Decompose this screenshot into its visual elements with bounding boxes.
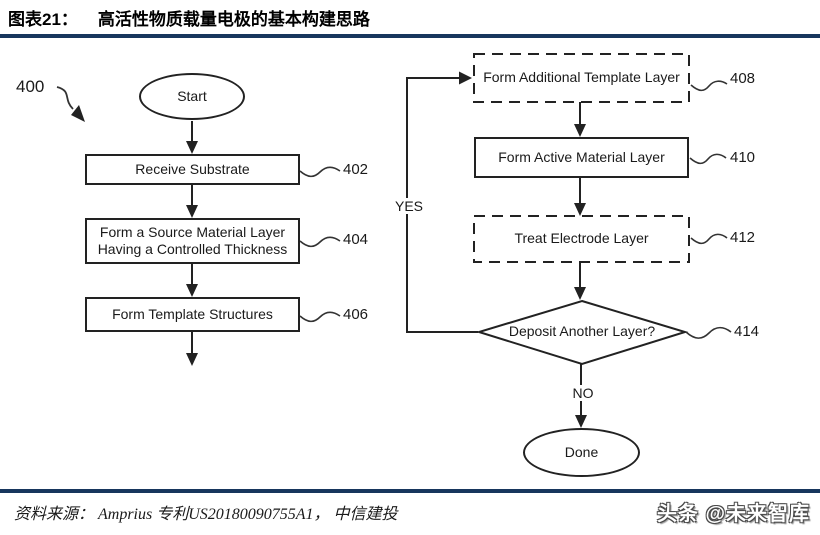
node-treat-electrode: Treat Electrode Layer: [479, 220, 684, 258]
watermark-text: 头条 @未来智库: [656, 503, 810, 525]
node-receive-substrate: Receive Substrate: [85, 154, 300, 185]
leader-414: [685, 326, 732, 339]
arrow-additional-to-active: [574, 102, 586, 137]
diagram-number: 400: [16, 77, 45, 96]
node-start-label: Start: [177, 87, 207, 104]
leader-408: [690, 80, 728, 92]
node-source-material-label: Form a Source Material Layer Having a Co…: [97, 223, 288, 258]
figure-header: 图表21： 高活性物质载量电极的基本构建思路: [8, 5, 370, 30]
node-done-label: Done: [564, 443, 599, 460]
arrow-start-to-receive: [186, 121, 198, 154]
leader-412: [690, 233, 728, 245]
node-template-structures: Form Template Structures: [85, 297, 300, 332]
node-active-material-label: Form Active Material Layer: [498, 148, 665, 165]
additional-template-box-outline: [473, 53, 690, 103]
ref-412: 412: [730, 229, 756, 246]
node-deposit-another: Deposit Another Layer?: [507, 313, 657, 351]
leader-402: [299, 166, 341, 178]
node-template-structures-label: Form Template Structures: [112, 305, 273, 322]
ref-402: 402: [343, 161, 369, 178]
node-deposit-another-label: Deposit Another Layer?: [508, 323, 656, 340]
branch-label-yes: YES: [388, 198, 430, 214]
ref-410: 410: [730, 149, 756, 166]
branch-label-no: NO: [566, 385, 600, 401]
source-text: 资料来源： Amprius 专利US20180090755A1， 中信建投: [14, 506, 398, 523]
arrow-active-to-treat: [574, 178, 586, 216]
ref-406: 406: [343, 306, 369, 323]
node-additional-template-label: Form Additional Template Layer: [483, 69, 680, 86]
node-treat-electrode-label: Treat Electrode Layer: [514, 230, 649, 247]
node-done: Done: [523, 428, 640, 477]
leader-404: [299, 236, 341, 248]
node-active-material: Form Active Material Layer: [474, 137, 689, 178]
treat-electrode-box-outline: [473, 215, 690, 263]
arrow-source-to-template: [186, 264, 198, 297]
ref-408: 408: [730, 70, 756, 87]
diagram-number-arrow: [56, 86, 85, 122]
decision-diamond: [475, 299, 689, 366]
arrow-treat-to-decision: [574, 262, 586, 300]
header-rule: [0, 34, 820, 38]
arrow-template-continue: [186, 332, 198, 366]
ref-414: 414: [734, 323, 760, 340]
node-receive-substrate-label: Receive Substrate: [135, 160, 250, 177]
footer-rule: [0, 489, 820, 493]
node-start: Start: [139, 73, 245, 120]
leader-406: [299, 311, 341, 323]
arrow-receive-to-source: [186, 185, 198, 218]
figure-label: 图表21：: [8, 10, 78, 29]
leader-410: [689, 153, 727, 165]
node-additional-template: Form Additional Template Layer: [479, 57, 684, 99]
node-source-material: Form a Source Material Layer Having a Co…: [85, 218, 300, 264]
ref-404: 404: [343, 231, 369, 248]
figure-title: 高活性物质载量电极的基本构建思路: [97, 10, 370, 29]
